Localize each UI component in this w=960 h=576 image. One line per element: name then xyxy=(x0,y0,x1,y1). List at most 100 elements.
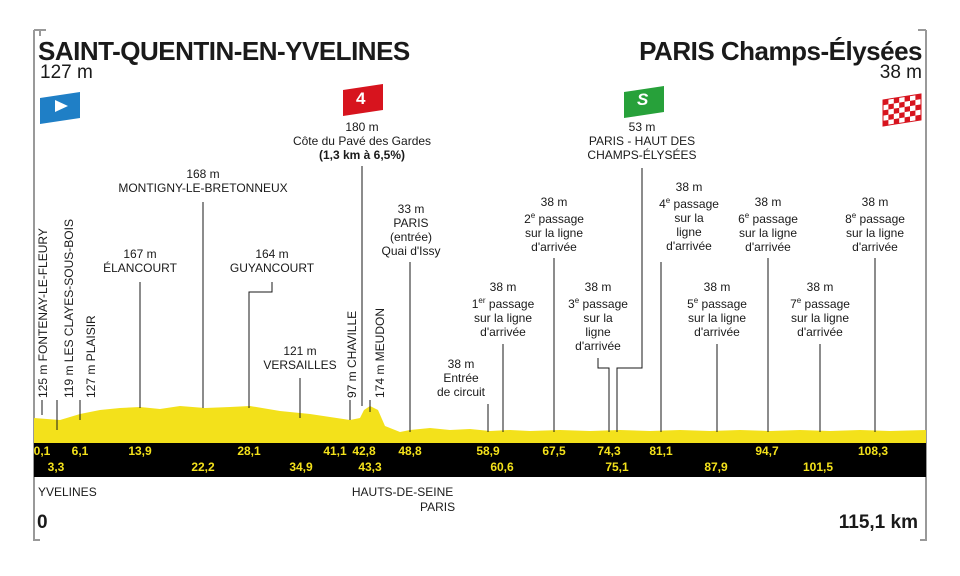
passage-line3: d'arrivée xyxy=(797,325,843,339)
passage-num: 6 xyxy=(738,212,745,226)
passage-num: 1 xyxy=(471,297,479,311)
passage-num: 8 xyxy=(845,212,852,226)
climb-name: Côte du Pavé des Gardes xyxy=(292,134,432,148)
climb-category-icon xyxy=(343,84,383,116)
vertical-label-fontenay: 125 m FONTENAY-LE-FLEURY xyxy=(36,228,50,398)
region-yvelines: YVELINES xyxy=(38,485,97,499)
vertical-label-clayes: 119 m LES CLAYES-SOUS-BOIS xyxy=(62,219,76,398)
finish-flag-square xyxy=(910,100,916,107)
km-marker: 43,3 xyxy=(358,460,382,474)
passage-title: 1er passage xyxy=(472,294,535,311)
place-line3: (entrée) xyxy=(389,230,433,244)
finish-flag-square xyxy=(904,116,910,123)
place-versailles: 121 m VERSAILLES xyxy=(263,344,336,372)
passage-altitude: 38 m xyxy=(806,280,834,294)
distance-start: 0 xyxy=(37,512,48,533)
passage-num: 7 xyxy=(790,297,797,311)
distance-band xyxy=(34,443,926,477)
km-marker: 0,1 xyxy=(33,444,51,458)
frame-right xyxy=(920,30,927,541)
passage-sup: e xyxy=(574,296,580,305)
km-marker: 28,1 xyxy=(237,444,261,458)
passage-line2: sur la ligne xyxy=(473,311,533,325)
passage-title: 6e passage xyxy=(738,209,798,226)
finish-flag-bg xyxy=(882,93,922,127)
place-altitude: 33 m xyxy=(397,202,425,216)
km-marker: 108,3 xyxy=(857,444,889,458)
region-paris: PARIS xyxy=(420,500,456,514)
place-elancourt: 167 m ÉLANCOURT xyxy=(103,247,177,275)
km-marker: 6,1 xyxy=(71,444,89,458)
place-altitude: 164 m xyxy=(255,247,289,261)
passage-num: 2 xyxy=(524,212,531,226)
km-marker: 41,1 xyxy=(323,444,347,458)
place-guyancourt: 164 m GUYANCOURT xyxy=(230,247,314,275)
leader-guyancourt xyxy=(248,282,273,408)
place-name: GUYANCOURT xyxy=(229,261,315,275)
km-marker: 42,8 xyxy=(352,444,376,458)
sprint-label: 53 m PARIS - HAUT DES CHAMPS-ÉLYSÉES xyxy=(587,120,696,162)
sprint-altitude: 53 m xyxy=(628,120,656,134)
passage-3: 38 m 3e passage sur la ligne d'arrivée xyxy=(568,280,628,353)
place-altitude: 168 m xyxy=(186,167,220,181)
climb-altitude: 180 m xyxy=(345,120,379,134)
passage-line3: ligne xyxy=(676,225,702,239)
passage-line3: d'arrivée xyxy=(852,240,898,254)
place-paris-entree: 33 m PARIS (entrée) Quai d'Issy xyxy=(382,202,441,258)
passage-word: passage xyxy=(488,297,535,311)
passage-4: 38 m 4e passage sur la ligne d'arrivée xyxy=(659,180,719,253)
passage-line2: sur la ligne xyxy=(790,311,850,325)
passage-title: 7e passage xyxy=(790,294,850,311)
km-marker: 22,2 xyxy=(191,460,215,474)
km-marker: 81,1 xyxy=(649,444,673,458)
finish-flag-square xyxy=(899,101,905,108)
passage-sup: e xyxy=(693,296,699,305)
region-hauts-de-seine: HAUTS-DE-SEINE xyxy=(351,485,454,499)
place-altitude: 121 m xyxy=(283,344,317,358)
finish-flag-square xyxy=(904,95,910,102)
place-line3: de circuit xyxy=(436,385,486,399)
passage-word: passage xyxy=(701,297,747,311)
passage-sup: e xyxy=(796,296,802,305)
passage-word: passage xyxy=(804,297,850,311)
passage-title: 2e passage xyxy=(524,209,584,226)
finish-flag-square xyxy=(915,93,921,101)
sprint-name-1: PARIS - HAUT DES xyxy=(588,134,696,148)
km-marker: 58,9 xyxy=(476,444,500,458)
passage-num: 3 xyxy=(568,297,575,311)
place-name: ÉLANCOURT xyxy=(103,261,177,275)
km-marker: 60,6 xyxy=(490,460,514,474)
km-marker: 3,3 xyxy=(47,460,65,474)
passage-word: passage xyxy=(538,212,584,226)
finish-town: PARIS Champs-Élysées xyxy=(639,36,922,66)
passage-line2: sur la ligne xyxy=(524,226,584,240)
passage-sup: e xyxy=(744,211,750,220)
sprint-name-2: CHAMPS-ÉLYSÉES xyxy=(587,148,697,162)
finish-flag-square xyxy=(888,113,894,120)
passage-altitude: 38 m xyxy=(584,280,612,294)
passage-line2: sur la ligne xyxy=(687,311,747,325)
place-montigny: 168 m MONTIGNY-LE-BRETONNEUX xyxy=(118,167,287,195)
place-name: Entrée xyxy=(443,371,479,385)
finish-flag-square xyxy=(915,104,921,111)
finish-flag-square xyxy=(893,107,900,114)
passage-altitude: 38 m xyxy=(489,280,517,294)
finish-flag-square xyxy=(883,119,889,126)
passage-word: passage xyxy=(859,212,905,226)
frame-left xyxy=(33,30,40,541)
finish-flag-square xyxy=(893,97,900,104)
sprint-icon xyxy=(624,86,664,118)
passage-altitude: 38 m xyxy=(675,180,703,194)
place-name: VERSAILLES xyxy=(263,358,337,372)
passage-word: passage xyxy=(752,212,798,226)
passage-line4: d'arrivée xyxy=(666,239,712,253)
passage-altitude: 38 m xyxy=(754,195,782,209)
finish-flag-square xyxy=(910,110,916,117)
passage-line3: d'arrivée xyxy=(745,240,791,254)
km-marker: 48,8 xyxy=(398,444,422,458)
finish-flag-square xyxy=(904,106,910,113)
finish-flag-icon xyxy=(882,93,922,127)
passage-title: 4e passage xyxy=(659,194,719,211)
